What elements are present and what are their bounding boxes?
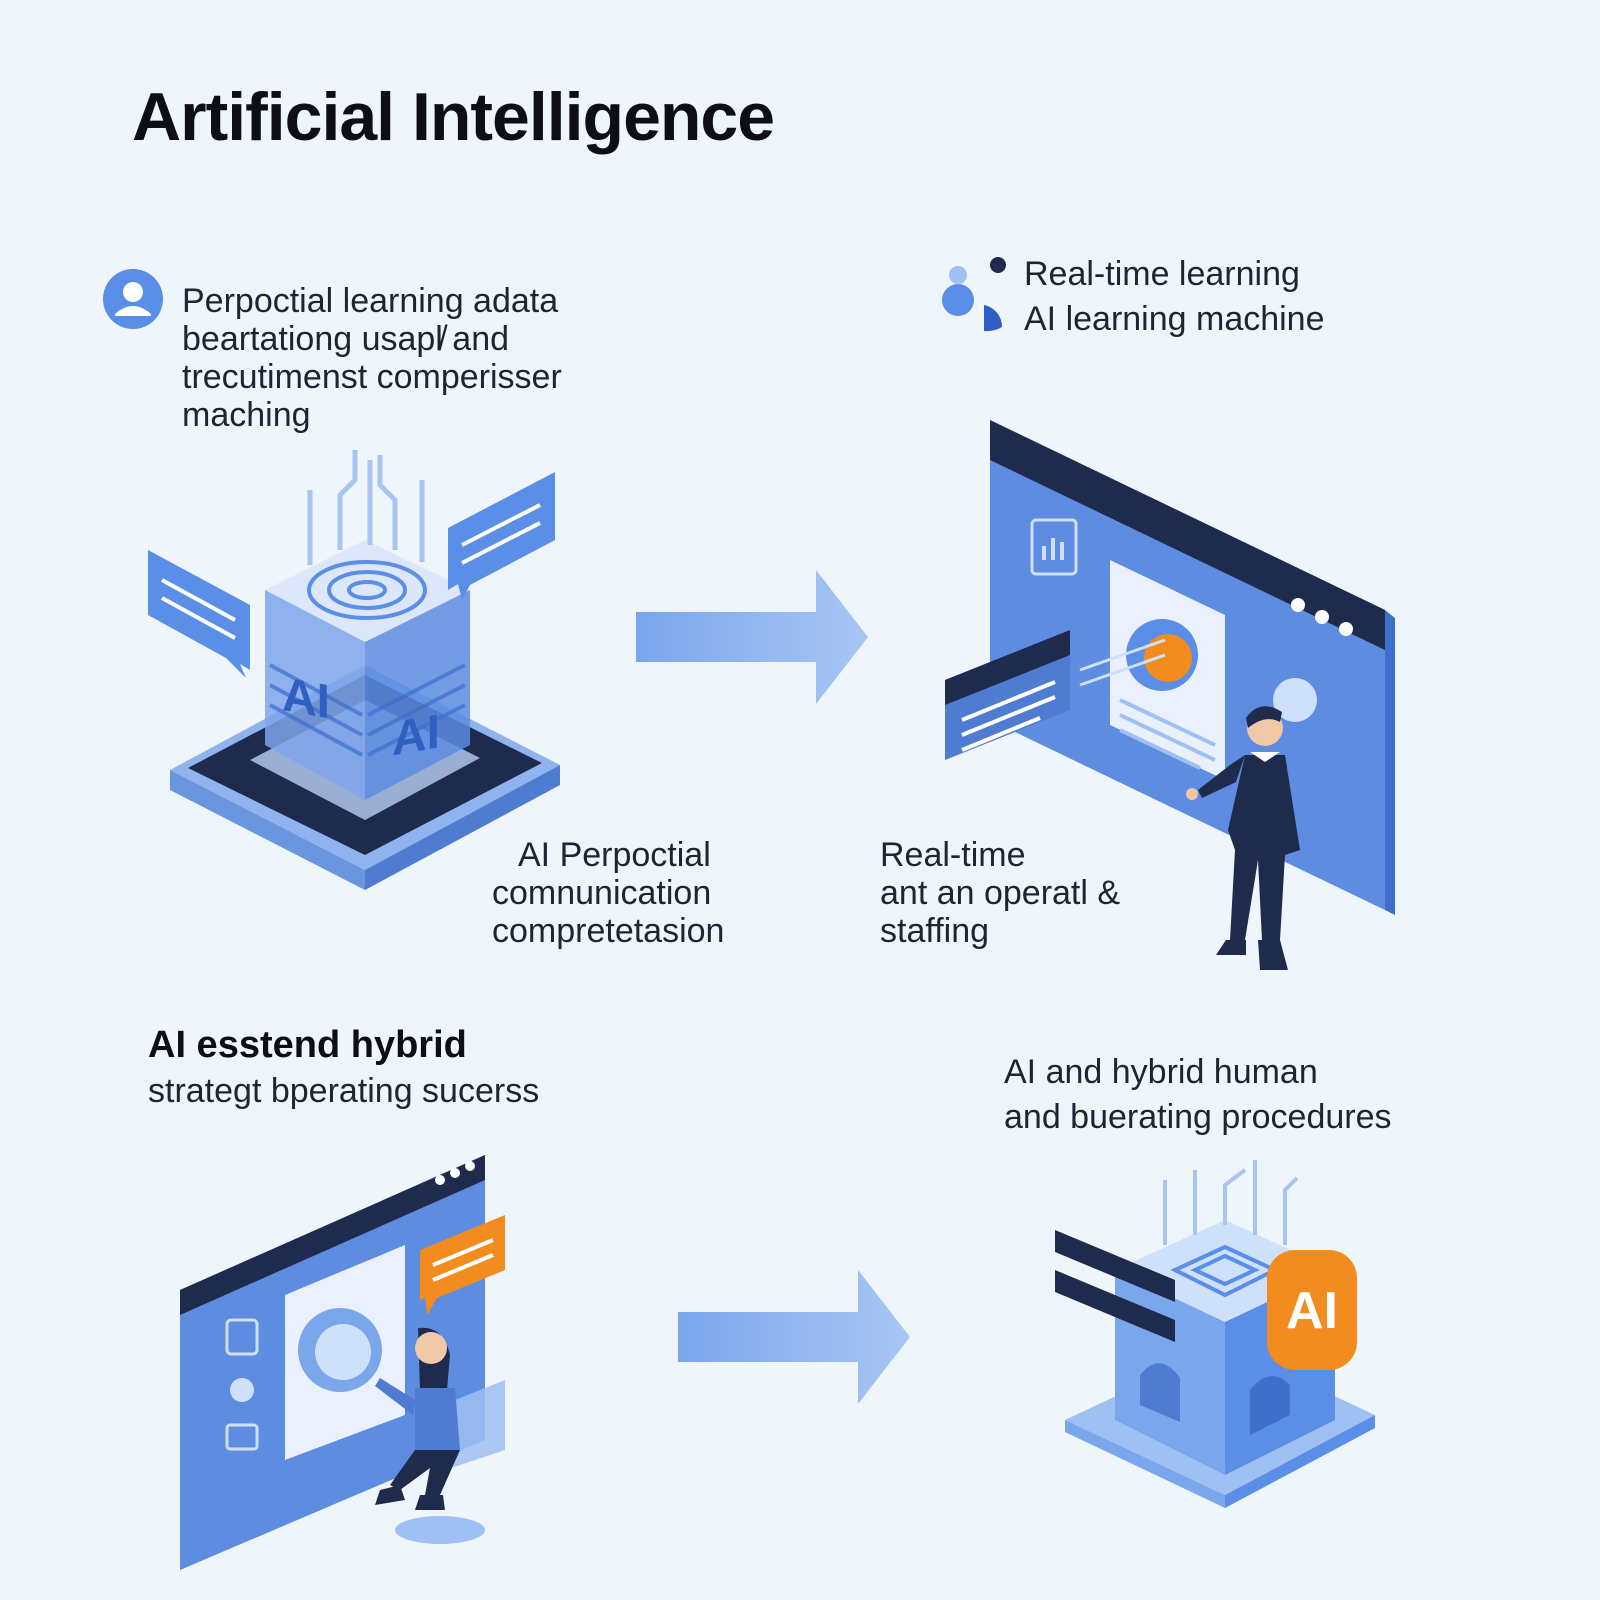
top-left-caption-3: compretetasion bbox=[492, 912, 725, 950]
top-left-caption-1: AI Perpoctial bbox=[518, 836, 711, 874]
hybrid-work-illustration bbox=[180, 1155, 505, 1570]
top-left-description: Perpoctial learning adata beartationg us… bbox=[182, 282, 562, 434]
top-left-caption-2: comnunication bbox=[492, 874, 712, 912]
browser-presenter-illustration bbox=[945, 420, 1395, 970]
top-left-caption: AI Perpoctial comnunication compretetasi… bbox=[492, 836, 724, 950]
bottom-right-description: AI and hybrid human and buerating proced… bbox=[1004, 1050, 1392, 1140]
arrow-right-icon-bottom bbox=[678, 1270, 910, 1404]
top-right-caption-1: Real-time bbox=[880, 836, 1026, 874]
top-right-line-1: Real-time learning bbox=[1024, 255, 1300, 293]
top-right-caption: Real-time ant an operatl & staffing bbox=[880, 836, 1120, 950]
top-left-line-4: maching bbox=[182, 396, 311, 434]
top-left-line-2: beartationg usapl̸ and bbox=[182, 320, 510, 358]
top-right-line-2: AI learning machine bbox=[1024, 300, 1325, 338]
top-right-description: Real-time learning AI learning machine bbox=[1024, 252, 1325, 342]
ai-badge-label: AI bbox=[1286, 1282, 1338, 1340]
chip-ai-label-right: AI bbox=[392, 704, 440, 766]
learning-dots-icon bbox=[942, 257, 1006, 332]
ai-server-illustration: AI bbox=[1055, 1160, 1375, 1508]
top-right-caption-3: staffing bbox=[880, 912, 990, 950]
top-left-line-1: Perpoctial learning adata bbox=[182, 282, 559, 320]
ai-chip-illustration: AI AI bbox=[148, 450, 560, 890]
bottom-left-text: AI esstend hybrid strategt bperating suc… bbox=[148, 1022, 539, 1114]
top-right-caption-2: ant an operatl & bbox=[880, 874, 1121, 912]
chip-ai-label-left: AI bbox=[282, 667, 330, 729]
top-left-line-3: trecutimenst comperisser bbox=[182, 358, 562, 396]
page-title: Artificial Intelligence bbox=[132, 79, 775, 155]
bottom-left-subheading: strategt bperating sucerss bbox=[148, 1072, 540, 1110]
bottom-left-heading: AI esstend hybrid bbox=[148, 1024, 467, 1066]
user-icon bbox=[103, 269, 163, 329]
bottom-right-line-2: and buerating procedures bbox=[1004, 1098, 1392, 1136]
arrow-right-icon bbox=[636, 570, 868, 704]
bottom-right-line-1: AI and hybrid human bbox=[1004, 1053, 1318, 1091]
